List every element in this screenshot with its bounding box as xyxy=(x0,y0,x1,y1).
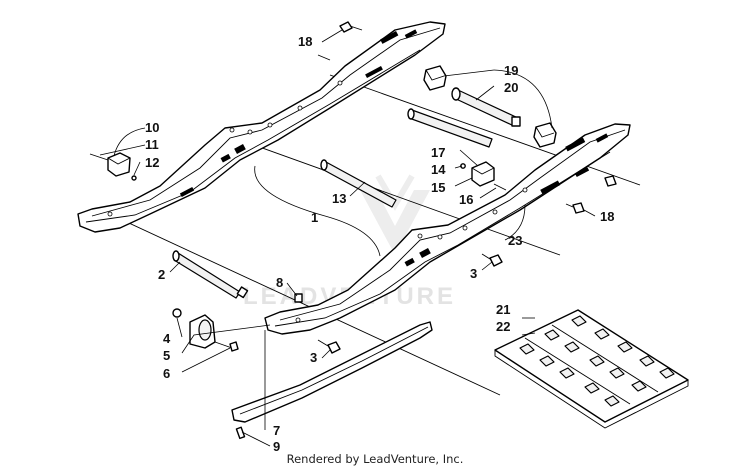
callout-22: 22 xyxy=(496,319,510,334)
callout-13: 13 xyxy=(332,191,346,206)
callout-3-upper: 3 xyxy=(470,266,477,281)
callout-9: 9 xyxy=(273,439,280,454)
render-credit: Rendered by LeadVenture, Inc. xyxy=(286,452,464,466)
callout-16: 16 xyxy=(459,192,473,207)
hyfax-slide-7 xyxy=(231,321,433,440)
callout-14: 14 xyxy=(431,162,446,177)
callout-17: 17 xyxy=(431,145,445,160)
bumper-19-lower xyxy=(533,122,557,148)
wheel-4-5-6 xyxy=(172,308,239,352)
callout-2: 2 xyxy=(158,267,165,282)
bolt-18-top xyxy=(339,21,363,33)
right-rail xyxy=(264,123,631,335)
callout-1: 1 xyxy=(311,210,318,225)
left-rail xyxy=(77,21,446,233)
bumper-19-upper xyxy=(423,65,447,91)
callout-11: 11 xyxy=(145,137,159,152)
shaft-13 xyxy=(320,159,397,208)
shaft-17 xyxy=(407,108,493,148)
bumper-16 xyxy=(460,161,507,191)
callout-8: 8 xyxy=(276,275,283,290)
callout-5: 5 xyxy=(163,348,170,363)
callout-7: 7 xyxy=(273,423,280,438)
callout-21: 21 xyxy=(496,302,510,317)
bolt-3-lower xyxy=(317,339,341,354)
callout-19: 19 xyxy=(504,63,518,78)
callout-18-top: 18 xyxy=(298,34,312,49)
track-clips xyxy=(494,309,689,429)
hardware xyxy=(89,21,617,440)
callout-18-right: 18 xyxy=(600,209,614,224)
bolt-3-upper xyxy=(481,253,503,267)
callout-15: 15 xyxy=(431,180,445,195)
callout-6: 6 xyxy=(163,366,170,381)
clip-row-1 xyxy=(519,343,620,407)
bolt-8 xyxy=(294,293,303,303)
callout-4: 4 xyxy=(163,331,171,346)
callout-20: 20 xyxy=(504,80,518,95)
shaft-line-top xyxy=(329,74,641,186)
callout-10: 10 xyxy=(145,120,159,135)
leader-lines xyxy=(99,29,596,447)
clip-row-2 xyxy=(544,329,647,392)
callout-3-lower: 3 xyxy=(310,350,317,365)
callout-23: 23 xyxy=(508,233,522,248)
callout-12: 12 xyxy=(145,155,159,170)
shaft-20 xyxy=(451,87,521,127)
shaft-line-rear xyxy=(239,139,561,256)
callouts: 18 19 20 10 11 12 17 14 15 16 13 18 1 23… xyxy=(145,34,614,454)
clip-row-3 xyxy=(571,315,675,379)
shaft-2 xyxy=(172,250,249,299)
bolt-18-right xyxy=(565,175,617,214)
bumper-10 xyxy=(89,152,137,181)
